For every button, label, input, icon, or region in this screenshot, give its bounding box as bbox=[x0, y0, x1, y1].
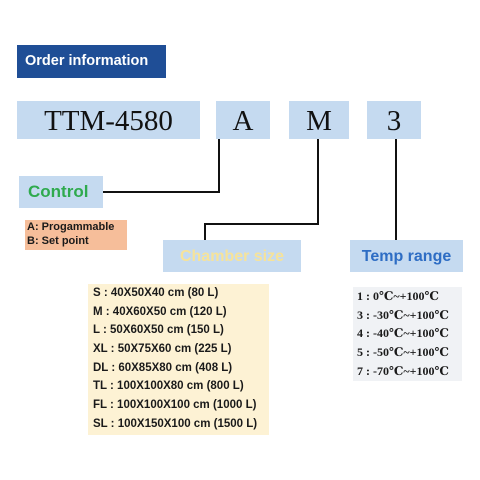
control-option: B: Set point bbox=[27, 235, 89, 247]
temp-range-item: 1 : 0℃~+100℃ bbox=[357, 289, 439, 303]
temp-range-item: 5 : -50℃~+100℃ bbox=[357, 345, 449, 360]
chamber-size-item: S : 40X50X40 cm (80 L) bbox=[93, 287, 219, 299]
order-information-header: Order information bbox=[17, 45, 166, 78]
temp-code-box: 3 bbox=[367, 101, 421, 139]
chamber-size-item: L : 50X60X50 cm (150 L) bbox=[93, 324, 224, 337]
chamber-size-item: M : 40X60X50 cm (120 L) bbox=[93, 305, 227, 318]
chamber-code-box: M bbox=[289, 101, 349, 139]
chamber-size-item: DL : 60X85X80 cm (408 L) bbox=[93, 361, 233, 374]
temp-range-list: 1 : 0℃~+100℃ 3 : -30℃~+100℃ 4 : -40℃~+10… bbox=[353, 287, 462, 381]
control-option: A: Progammable bbox=[27, 221, 115, 233]
chamber-size-item: TL : 100X100X80 cm (800 L) bbox=[93, 380, 244, 393]
chamber-size-label: Chamber size bbox=[163, 240, 301, 272]
model-code-box: TTM-4580 bbox=[17, 101, 200, 139]
chamber-size-item: FL : 100X100X100 cm (1000 L) bbox=[93, 399, 257, 412]
temp-range-item: 4 : -40℃~+100℃ bbox=[357, 326, 449, 341]
chamber-connector-line bbox=[204, 139, 319, 240]
control-code-box: A bbox=[216, 101, 270, 139]
temp-range-item: 7 : -70℃~+100℃ bbox=[357, 363, 449, 378]
temp-range-label: Temp range bbox=[350, 240, 463, 272]
chamber-size-item: XL : 50X75X60 cm (225 L) bbox=[93, 343, 232, 356]
chamber-size-item: SL : 100X150X100 cm (1500 L) bbox=[93, 417, 258, 430]
temp-range-item: 3 : -30℃~+100℃ bbox=[357, 307, 449, 322]
chamber-size-list: S : 40X50X40 cm (80 L) M : 40X60X50 cm (… bbox=[88, 284, 269, 435]
control-connector-line bbox=[103, 139, 220, 193]
control-options-list: A: Progammable B: Set point bbox=[25, 220, 127, 250]
control-label: Control bbox=[19, 176, 103, 208]
